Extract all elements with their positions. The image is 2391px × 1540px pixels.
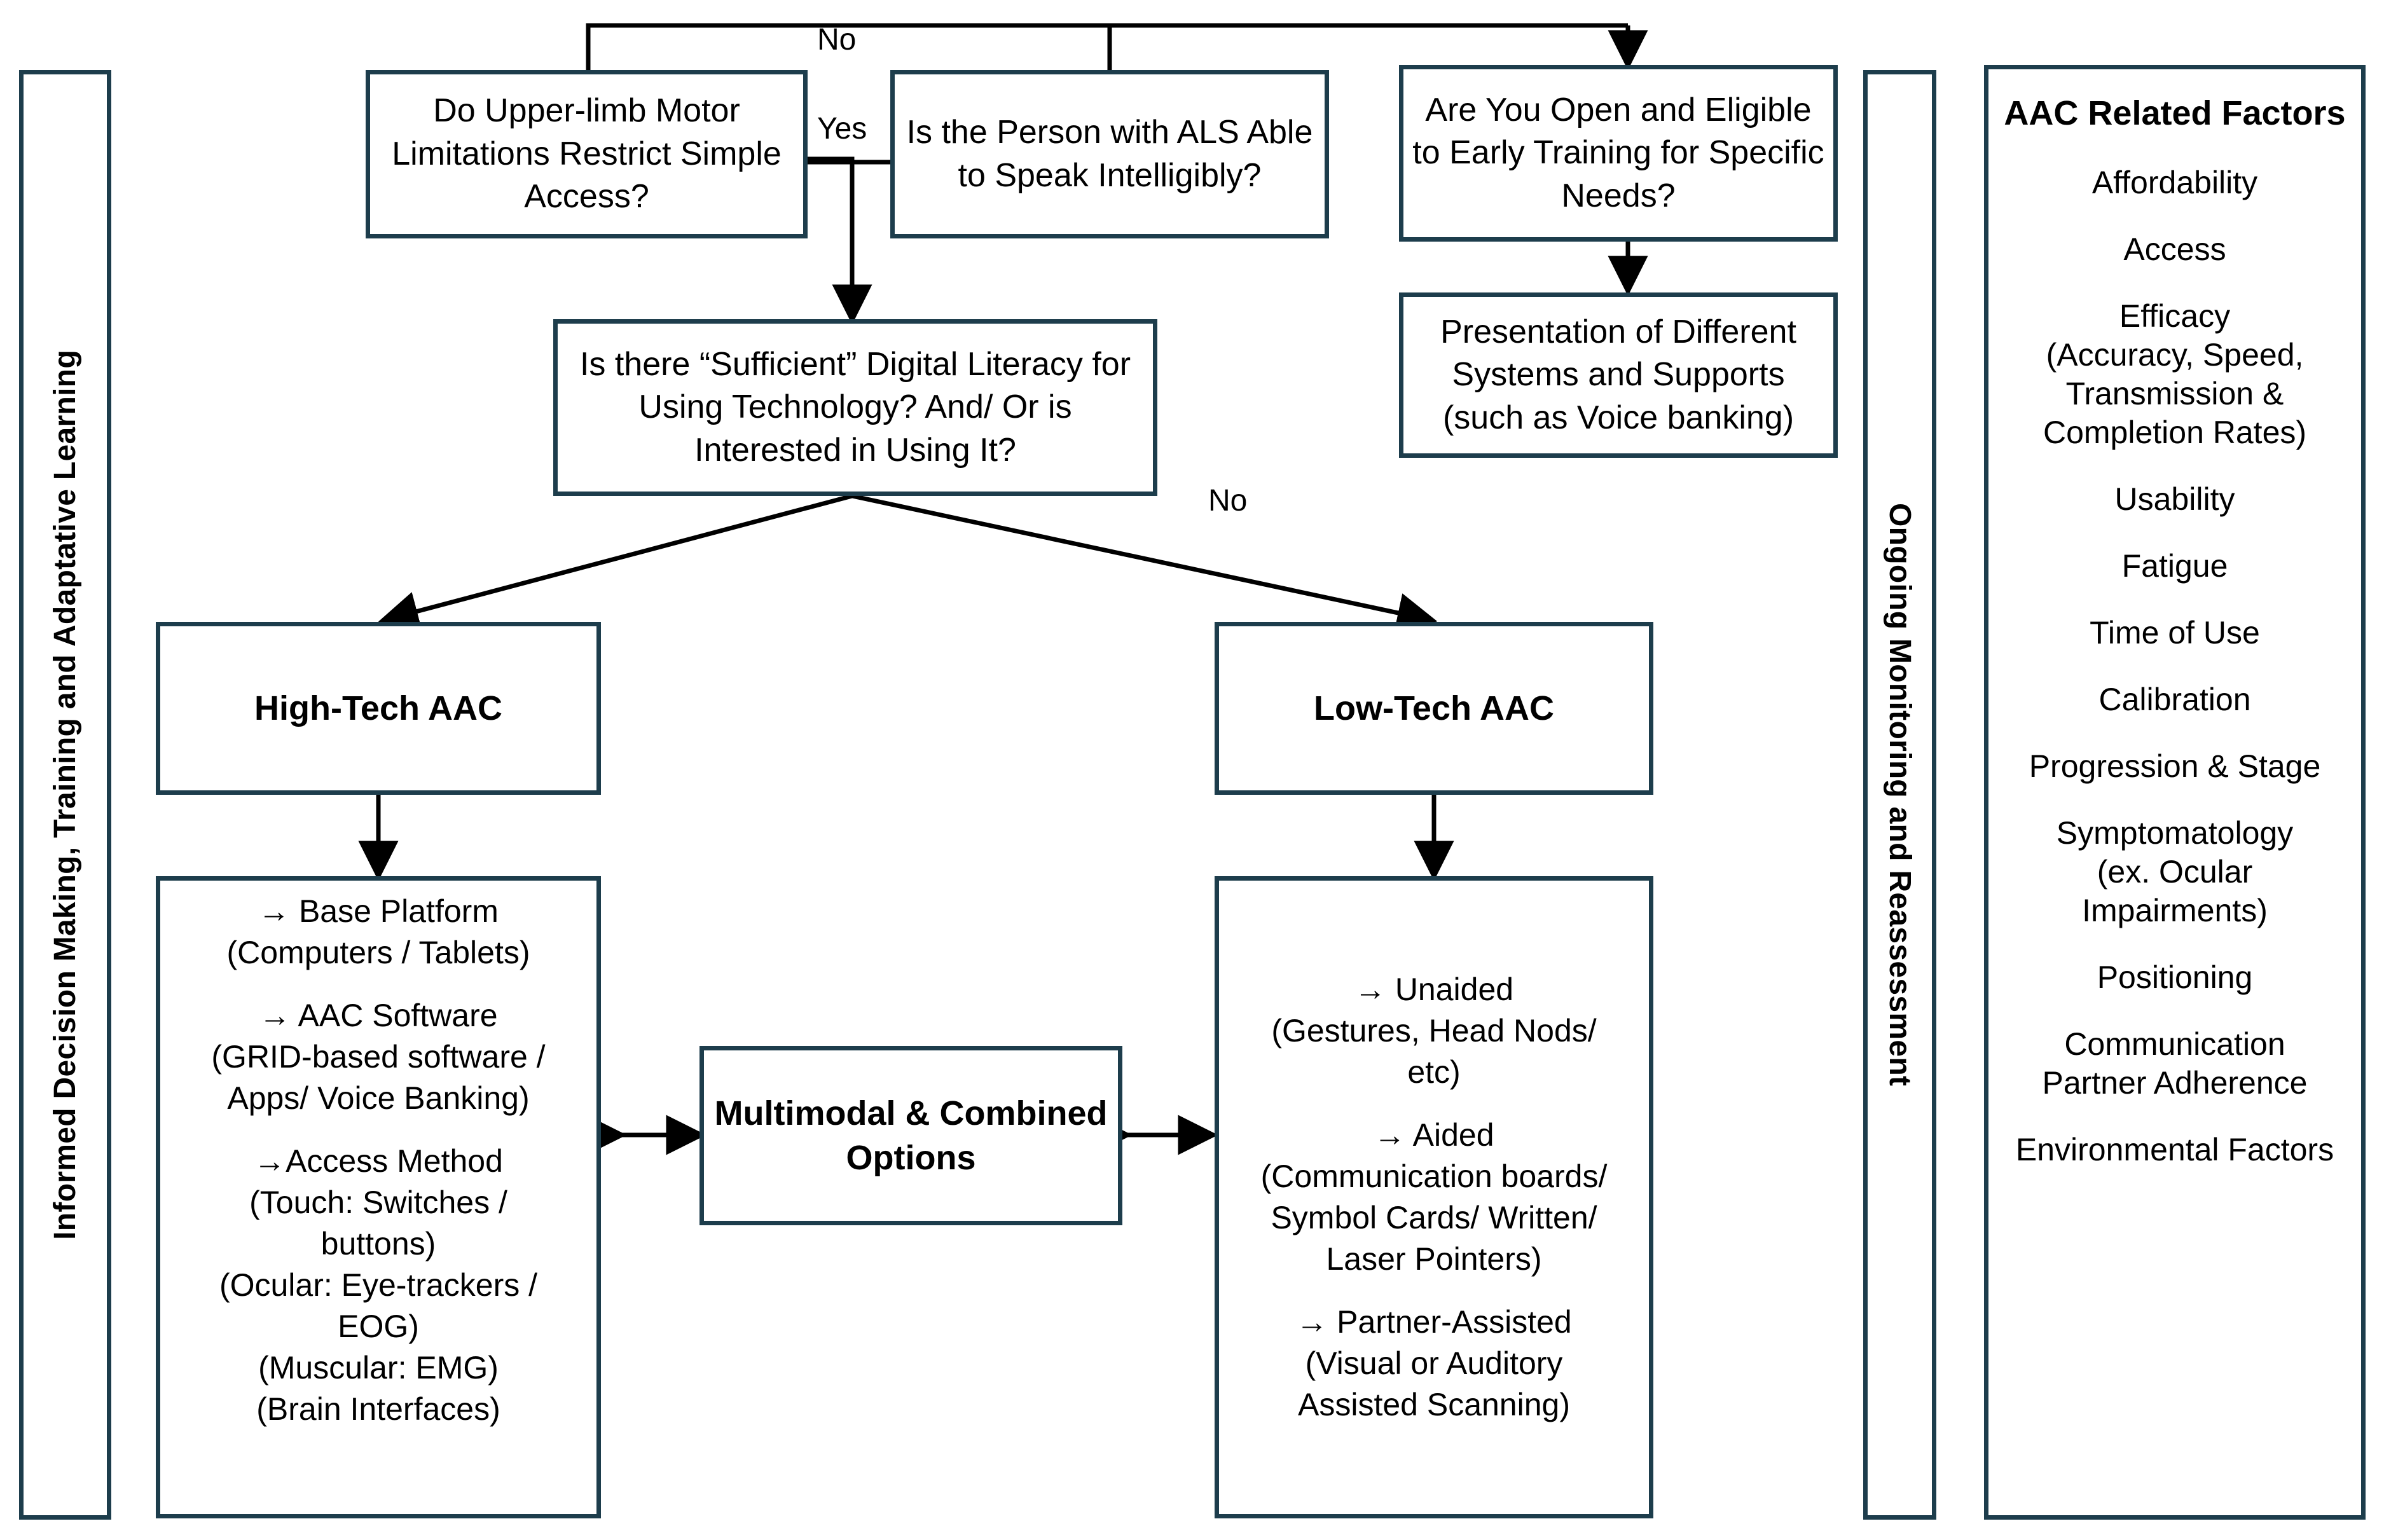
edge-label-yes: Yes	[817, 112, 867, 146]
detail-line: → Partner-Assisted	[1296, 1304, 1572, 1340]
detail-line: (Communication boards/	[1260, 1158, 1608, 1194]
detail-line: Symbol Cards/ Written/	[1271, 1200, 1597, 1235]
detail-line: (Visual or Auditory	[1305, 1345, 1563, 1381]
detail-line: → Aided	[1374, 1117, 1494, 1153]
detail-line: buttons)	[320, 1226, 436, 1262]
sidebar-informed-decision-making: Informed Decision Making, Training and A…	[19, 70, 111, 1520]
detail-line: → Base Platform	[258, 893, 499, 929]
detail-line: (Muscular: EMG)	[258, 1350, 499, 1385]
edge-literacy-to-lowtech	[851, 493, 1438, 633]
detail-line	[169, 1119, 588, 1141]
aac-factor-item: Access	[2123, 231, 2226, 267]
edge-label-no-top: No	[817, 23, 857, 57]
aac-factor-item: Calibration	[2098, 682, 2251, 717]
detail-line: (Brain Interfaces)	[256, 1391, 500, 1427]
detail-line	[1228, 1280, 1640, 1302]
detail-line: (Touch: Switches /	[249, 1185, 507, 1220]
sidebar-right-label: Ongoing Monitoring and Reassessment	[1883, 503, 1917, 1087]
detail-line	[1228, 1093, 1640, 1115]
detail-line: (Computers / Tablets)	[226, 935, 530, 970]
detail-line: → AAC Software	[259, 998, 498, 1033]
aac-factor-item: Progression & Stage	[2029, 748, 2321, 784]
edge-yes-stub	[808, 156, 855, 162]
aac-factor-item: Environmental Factors	[2015, 1132, 2334, 1167]
aac-factor-item: Positioning	[2097, 959, 2253, 995]
aac-factor-item: Affordability	[2091, 165, 2258, 200]
low-tech-detail-lines: → Unaided (Gestures, Head Nods/etc) → Aide…	[1219, 969, 1649, 1426]
detail-line: (Ocular: Eye-trackers /	[219, 1267, 538, 1303]
detail-line	[169, 973, 588, 995]
node-high-tech-aac-details[interactable]: → Base Platform (Computers / Tablets) → AA…	[156, 876, 601, 1518]
detail-line: Laser Pointers)	[1326, 1241, 1542, 1277]
edge-upperlimb-to-bus	[586, 23, 1628, 70]
detail-line: → Unaided	[1354, 972, 1514, 1007]
node-upper-limb-motor-limitations[interactable]: Do Upper-limb Motor Limitations Restrict…	[366, 70, 808, 238]
high-tech-detail-lines: → Base Platform (Computers / Tablets) → AA…	[160, 881, 596, 1430]
detail-line: →Access Method	[254, 1143, 503, 1179]
node-presentation-of-systems[interactable]: Presentation of Different Systems and Su…	[1399, 292, 1838, 458]
aac-factor-item: Fatigue	[2121, 548, 2228, 584]
node-open-eligible-early-training[interactable]: Are You Open and Eligible to Early Train…	[1399, 65, 1838, 242]
node-low-tech-aac[interactable]: Low-Tech AAC	[1215, 622, 1653, 795]
detail-line: (Gestures, Head Nods/	[1271, 1013, 1597, 1048]
sidebar-left-label: Informed Decision Making, Training and A…	[48, 350, 82, 1240]
sidebar-ongoing-monitoring: Ongoing Monitoring and Reassessment	[1863, 70, 1936, 1520]
aac-factor-item: Usability	[2114, 481, 2235, 517]
node-high-tech-aac[interactable]: High-Tech AAC	[156, 622, 601, 795]
aac-factor-item: Efficacy(Accuracy, Speed,Transmission &C…	[2043, 298, 2307, 450]
node-low-tech-aac-details[interactable]: → Unaided (Gestures, Head Nods/etc) → Aide…	[1215, 876, 1653, 1518]
edge-label-no-branch: No	[1208, 484, 1248, 518]
aac-factor-item: Time of Use	[2090, 615, 2260, 650]
edge-literacy-to-hightech	[378, 493, 853, 631]
detail-line: (GRID-based software /	[211, 1039, 546, 1075]
detail-line: etc)	[1407, 1054, 1461, 1090]
node-sufficient-digital-literacy[interactable]: Is there “Sufficient” Digital Literacy f…	[553, 319, 1157, 496]
node-able-to-speak-intelligibly[interactable]: Is the Person with ALS Able to Speak Int…	[890, 70, 1329, 238]
aac-factors-title: AAC Related Factors	[2004, 94, 2346, 132]
node-multimodal-combined-options[interactable]: Multimodal & Combined Options	[699, 1046, 1122, 1225]
detail-line: EOG)	[338, 1309, 419, 1344]
detail-line: Assisted Scanning)	[1297, 1387, 1570, 1422]
detail-line: Apps/ Voice Banking)	[227, 1080, 530, 1116]
